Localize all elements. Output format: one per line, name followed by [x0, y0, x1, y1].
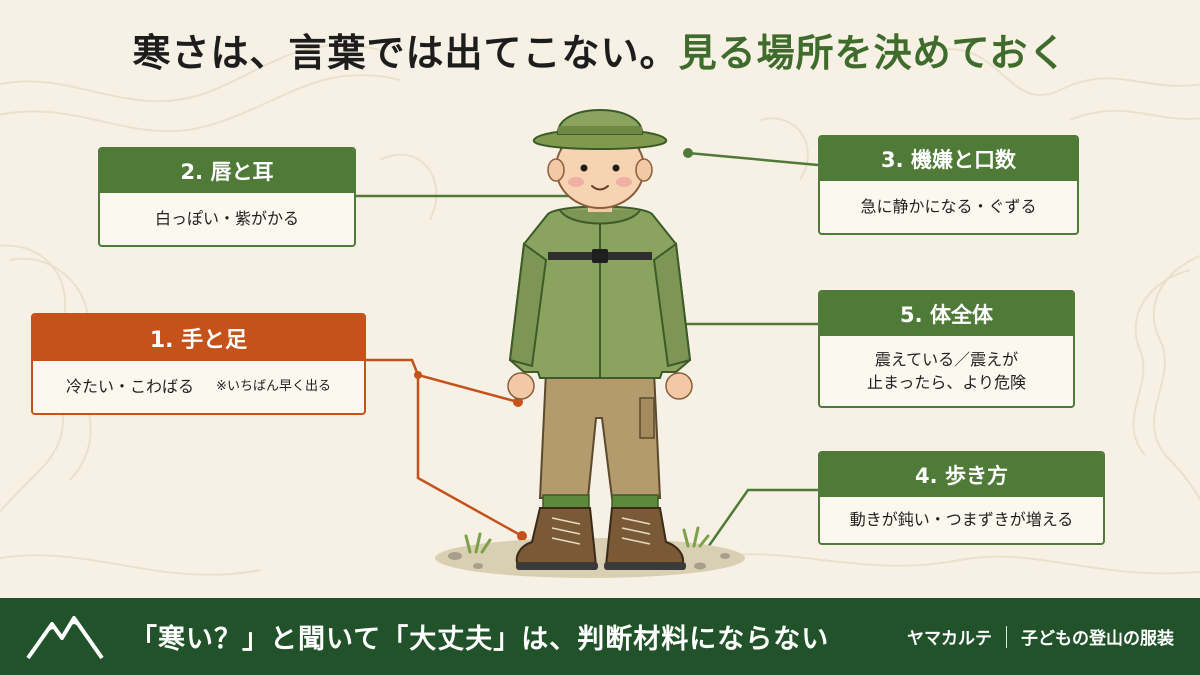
card-whole-body-line-2: 止まったら、より危険: [866, 373, 1027, 392]
page-title: 寒さは、言葉では出てこない。見る場所を決めておく: [0, 22, 1200, 77]
left-hand: [507, 372, 535, 400]
card-whole-body: 5. 体全体 震えている／震えが 止まったら、より危険: [818, 290, 1075, 408]
connector-mood: [687, 151, 819, 167]
card-walking-text: 動きが鈍い・つまずきが増える: [849, 510, 1074, 530]
dot-mood: [683, 148, 693, 158]
card-hands-feet: 1. 手と足 冷たい・こわばる ※いちばん早く出る: [31, 313, 366, 415]
topographic-background: [0, 44, 1200, 576]
child-hiker-illustration: [435, 109, 745, 578]
mountain-icon: [26, 616, 104, 660]
card-mood-talk: 3. 機嫌と口数 急に静かになる・ぐずる: [818, 135, 1079, 235]
dot-feet: [517, 531, 527, 541]
right-hand: [665, 372, 693, 400]
card-whole-body-heading: 5. 体全体: [820, 292, 1073, 336]
footer-brand-block: ヤマカルテ 子どもの登山の服装: [907, 598, 1174, 675]
card-walking-heading: 4. 歩き方: [820, 453, 1103, 497]
footer-message: 「寒い？」と聞いて「大丈夫」は、判断材料にならない: [130, 624, 830, 655]
footer-bar: 「寒い？」と聞いて「大丈夫」は、判断材料にならない ヤマカルテ 子どもの登山の服…: [0, 598, 1200, 675]
title-part-1: 寒さは、言葉では出てこない。: [132, 31, 679, 75]
connector-feet: [416, 375, 523, 538]
connector-hands: [366, 358, 519, 404]
card-hands-feet-note: ※いちばん早く出る: [216, 378, 331, 394]
card-lips-ears-text: 白っぽい・紫がかる: [154, 209, 299, 229]
card-hands-feet-body: 冷たい・こわばる ※いちばん早く出る: [33, 361, 364, 413]
title-part-2: 見る場所を決めておく: [678, 31, 1068, 75]
card-hands-feet-text: 冷たい・こわばる: [66, 377, 195, 397]
card-whole-body-body: 震えている／震えが 止まったら、より危険: [820, 336, 1073, 406]
card-hands-feet-heading: 1. 手と足: [33, 315, 364, 361]
brand-name: ヤマカルテ: [907, 629, 992, 649]
card-mood-talk-heading: 3. 機嫌と口数: [820, 137, 1077, 181]
card-walking: 4. 歩き方 動きが鈍い・つまずきが増える: [818, 451, 1105, 545]
card-lips-ears-heading: 2. 唇と耳: [100, 149, 354, 193]
card-lips-ears: 2. 唇と耳 白っぽい・紫がかる: [98, 147, 356, 247]
connector-walk: [704, 488, 818, 551]
card-whole-body-line-1: 震えている／震えが: [874, 349, 1019, 369]
series-name: 子どもの登山の服装: [1021, 629, 1174, 649]
right-boot: [604, 507, 684, 567]
brand-separator: [1006, 625, 1007, 648]
dot-hands-junction: [414, 371, 422, 379]
left-boot: [515, 507, 598, 567]
card-mood-talk-text: 急に静かになる・ぐずる: [860, 197, 1037, 217]
